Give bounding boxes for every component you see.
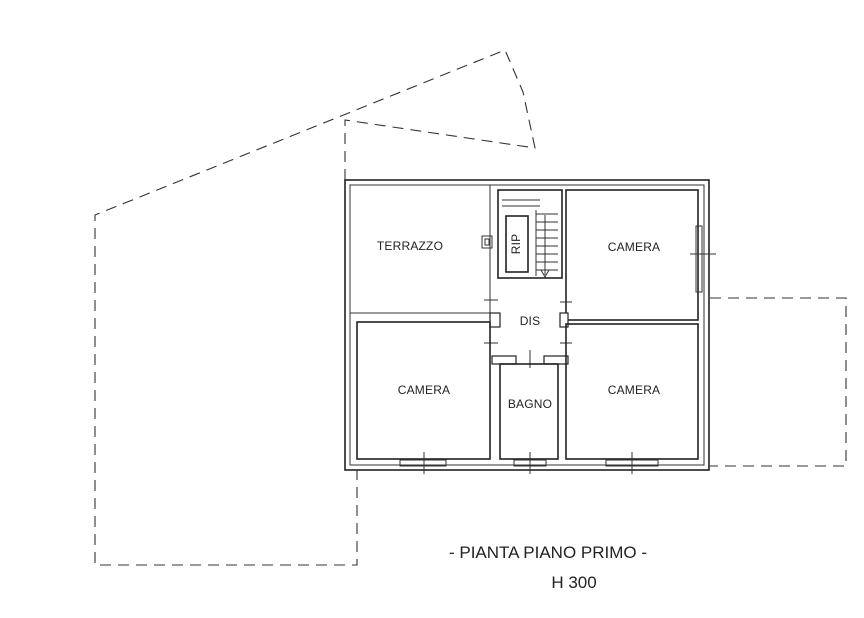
- plan-height: H 300: [551, 573, 596, 592]
- room-label-terrazzo: TERRAZZO: [377, 239, 443, 253]
- room-label-camera-top-right: CAMERA: [608, 240, 661, 254]
- outer-wall-inner-line: [349, 184, 705, 466]
- chimney-inner: [484, 238, 490, 246]
- rip-closet: [505, 215, 529, 273]
- window-bottom-left: [399, 459, 447, 467]
- partition-stub: [491, 355, 517, 365]
- plan-title: - PIANTA PIANO PRIMO -: [449, 543, 647, 562]
- window-right: [695, 225, 703, 293]
- outer-wall: [344, 179, 710, 471]
- bagno-room: [499, 363, 559, 460]
- room-label-rip: RIP: [509, 234, 523, 255]
- stair-block: [497, 189, 563, 279]
- chimney: [481, 235, 493, 249]
- partition-stub: [559, 312, 569, 328]
- room-label-camera-bottom-right: CAMERA: [608, 383, 661, 397]
- stair-arrow-head: [540, 269, 550, 279]
- terrazzo-room: [349, 184, 491, 314]
- camera-top-right-room: [565, 189, 699, 321]
- room-label-camera-bottom-left: CAMERA: [398, 383, 451, 397]
- site-boundary-left: [94, 49, 536, 566]
- site-boundary-right: [710, 297, 847, 467]
- room-label-dis: DIS: [520, 314, 541, 328]
- partition-stub: [543, 355, 569, 365]
- room-label-bagno: BAGNO: [508, 397, 552, 411]
- partition-stub: [489, 312, 501, 328]
